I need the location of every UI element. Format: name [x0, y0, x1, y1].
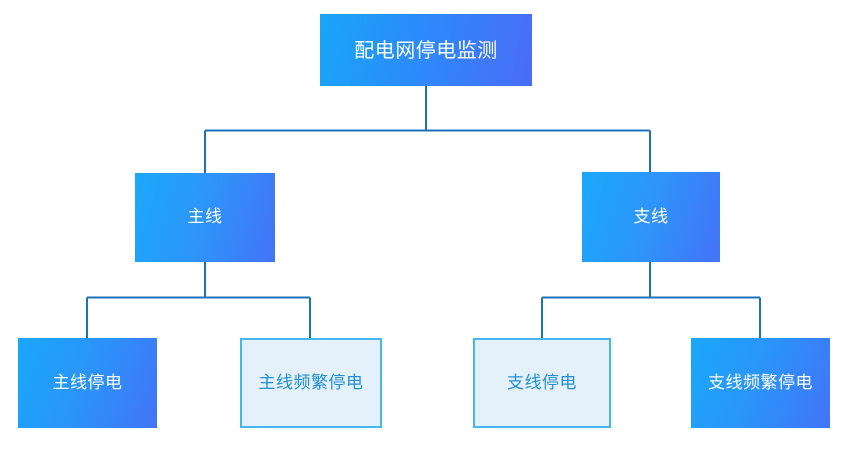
node-main-line[interactable]: 主线: [135, 173, 275, 262]
node-main-line-frequent-outage-label: 主线频繁停电: [258, 372, 364, 393]
node-main-line-outage-label: 主线停电: [52, 372, 123, 393]
node-branch-line[interactable]: 支线: [582, 172, 720, 262]
node-branch-line-frequent-outage[interactable]: 支线频繁停电: [691, 338, 830, 428]
node-root-label: 配电网停电监测: [354, 38, 498, 62]
node-branch-line-outage-label: 支线停电: [507, 372, 577, 393]
node-branch-line-outage[interactable]: 支线停电: [473, 338, 611, 428]
node-main-line-frequent-outage[interactable]: 主线频繁停电: [240, 338, 382, 428]
node-main-line-outage[interactable]: 主线停电: [18, 338, 157, 428]
node-root-distribution-network-outage-monitoring[interactable]: 配电网停电监测: [320, 14, 532, 86]
node-branch-line-label: 支线: [633, 206, 669, 227]
node-main-line-label: 主线: [187, 207, 223, 228]
node-branch-line-frequent-outage-label: 支线频繁停电: [708, 372, 813, 393]
